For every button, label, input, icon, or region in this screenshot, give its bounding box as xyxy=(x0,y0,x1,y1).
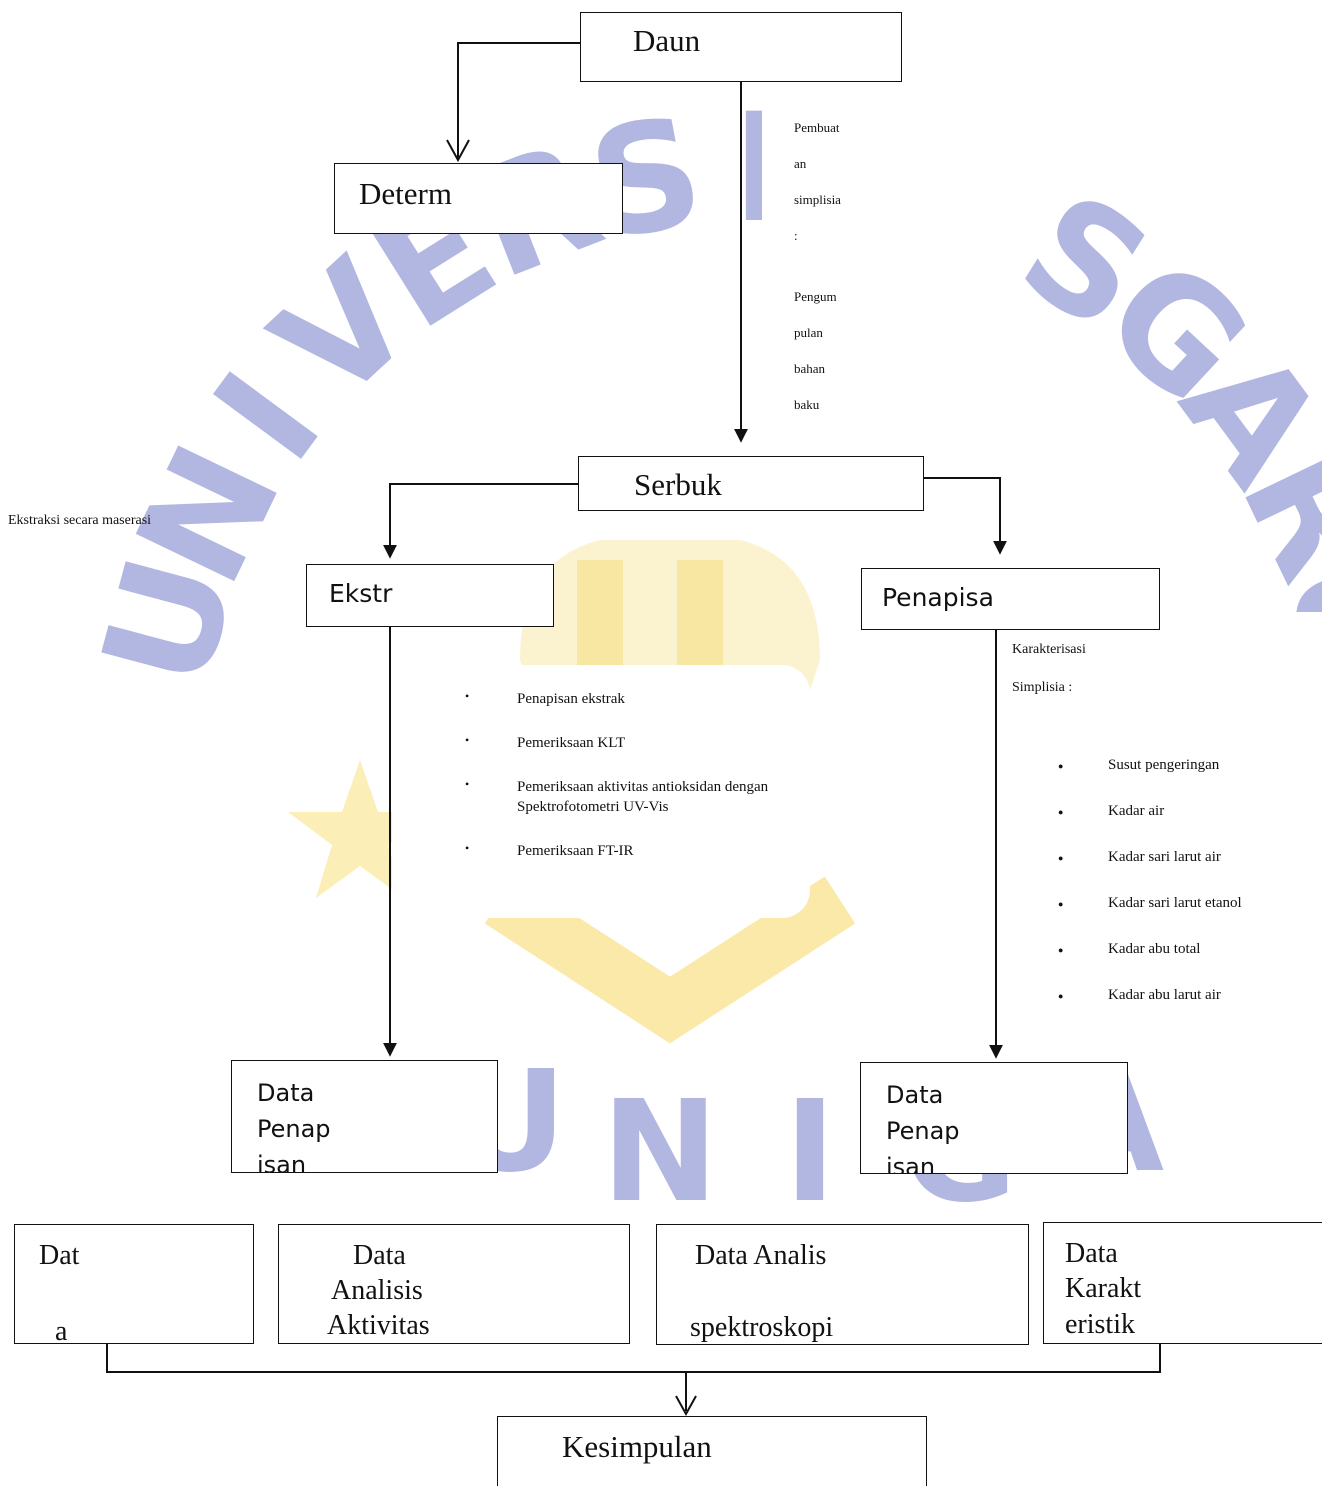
note-line: pulan xyxy=(794,325,823,340)
list-item: • Pemeriksaan aktivitas antioksidan denga… xyxy=(465,777,785,817)
collector-line xyxy=(106,1344,1161,1373)
watermark-letter: I xyxy=(784,1071,836,1234)
bullet-icon: ● xyxy=(1058,807,1064,817)
note-karakterisasi-simplisia: Karakterisasi Simplisia : xyxy=(1012,642,1086,696)
list-item-text: Kadar sari larut air xyxy=(1108,849,1221,865)
arrow-daun-determ xyxy=(457,42,580,158)
node-label-line: Penap xyxy=(257,1115,331,1143)
node-serbuk: Serbuk xyxy=(578,456,924,511)
note-line: Simplisia : xyxy=(1012,680,1073,695)
node-label-line: Karakt xyxy=(1065,1273,1142,1304)
node-data-bottom-1: Dat a xyxy=(14,1224,254,1344)
note-line: Pengum xyxy=(794,289,837,304)
note-line: simplisia xyxy=(794,192,841,207)
node-label-line: Data xyxy=(353,1240,406,1271)
star-icon xyxy=(288,760,432,898)
node-label-line: isan xyxy=(257,1151,307,1173)
list-item-text: Kadar abu total xyxy=(1108,941,1201,957)
node-label-line: Aktivitas xyxy=(327,1310,430,1341)
note-line: bahan xyxy=(794,361,826,376)
arrow-daun-determ-head xyxy=(446,139,470,163)
watermark-letter: N xyxy=(601,1071,718,1234)
list-item: ● Susut pengeringan xyxy=(1058,757,1219,774)
list-item: ● Kadar abu total xyxy=(1058,941,1200,958)
list-item-text: Kadar air xyxy=(1108,803,1165,819)
node-label-line: spektroskopi xyxy=(690,1312,834,1343)
node-data-analisis-spektroskopi: Data Analis spektroskopi xyxy=(656,1224,1029,1345)
node-label: Daun xyxy=(633,23,701,58)
node-penapisan-simplisia: Penapisa xyxy=(861,568,1160,630)
node-label: Determ xyxy=(359,176,452,211)
list-item-text: Pemeriksaan aktivitas antioksidan dengan… xyxy=(517,779,769,815)
node-label-line: Analisis xyxy=(331,1275,423,1306)
note-line: Pembuat xyxy=(794,120,840,135)
note-ekstraksi-maserasi: Ekstraksi secara maserasi xyxy=(8,513,152,528)
node-label-line: eristik xyxy=(1065,1309,1135,1340)
list-item-text: Kadar abu larut air xyxy=(1108,987,1221,1003)
node-label-line: a xyxy=(55,1316,68,1344)
node-data-analisis-aktivitas: Data Analisis Aktivitas xyxy=(278,1224,630,1344)
node-label-line: isan xyxy=(886,1153,936,1174)
list-item: ● Kadar sari larut air xyxy=(1058,849,1221,866)
list-item: ● Kadar air xyxy=(1058,803,1164,820)
node-label-line: Data xyxy=(886,1081,944,1109)
list-item: • Penapisan ekstrak xyxy=(465,689,785,709)
node-data-karakteristik: Data Karakt eristik xyxy=(1043,1222,1322,1344)
list-item-text: Pemeriksaan FT-IR xyxy=(517,843,634,859)
bullet-icon: • xyxy=(465,777,470,791)
note-line: an xyxy=(794,156,807,171)
node-label: Ekstr xyxy=(329,579,393,608)
bullet-icon: ● xyxy=(1058,991,1064,1001)
bullet-icon: ● xyxy=(1058,899,1064,909)
list-item-text: Susut pengeringan xyxy=(1108,757,1220,773)
bullet-icon: ● xyxy=(1058,853,1064,863)
node-data-penapisan-simplisia: Data Penap isan xyxy=(860,1062,1128,1174)
bullet-icon: • xyxy=(465,841,470,855)
bullet-icon: • xyxy=(465,733,470,747)
arrow-serbuk-ekstr xyxy=(383,483,578,559)
node-daun: Daun xyxy=(580,12,902,82)
list-item: • Pemeriksaan FT-IR xyxy=(465,841,785,861)
node-data-penapisan-ekstrak: Data Penap isan xyxy=(231,1060,498,1173)
list-item-text: Penapisan ekstrak xyxy=(517,691,625,707)
node-kesimpulan: Kesimpulan xyxy=(497,1416,927,1486)
node-ekstrak: Ekstr xyxy=(306,564,554,627)
bullet-icon: ● xyxy=(1058,761,1064,771)
node-label: Kesimpulan xyxy=(562,1429,712,1464)
arrow-serbuk-penapisa xyxy=(924,477,1007,555)
node-label-line: Data xyxy=(1065,1238,1118,1269)
node-label: Penapisa xyxy=(882,583,994,612)
bullet-icon: • xyxy=(465,689,470,703)
list-item-text: Kadar sari larut etanol xyxy=(1108,895,1242,911)
node-label: Serbuk xyxy=(634,467,722,502)
list-item: • Pemeriksaan KLT xyxy=(465,733,785,753)
list-item: ● Kadar sari larut etanol xyxy=(1058,895,1242,912)
note-line: Karakterisasi xyxy=(1012,642,1086,657)
arrow-kesimpulan-head xyxy=(675,1395,697,1417)
list-item: ● Kadar abu larut air xyxy=(1058,987,1221,1004)
node-label-line: Data xyxy=(257,1079,315,1107)
bullet-icon: ● xyxy=(1058,945,1064,955)
list-item-text: Pemeriksaan KLT xyxy=(517,735,626,751)
node-label-line: Dat xyxy=(39,1240,80,1271)
node-determinasi: Determ xyxy=(334,163,623,234)
note-line: : xyxy=(794,228,798,243)
node-label-line: Data Analis xyxy=(695,1240,827,1271)
node-label-line: Penap xyxy=(886,1117,960,1145)
